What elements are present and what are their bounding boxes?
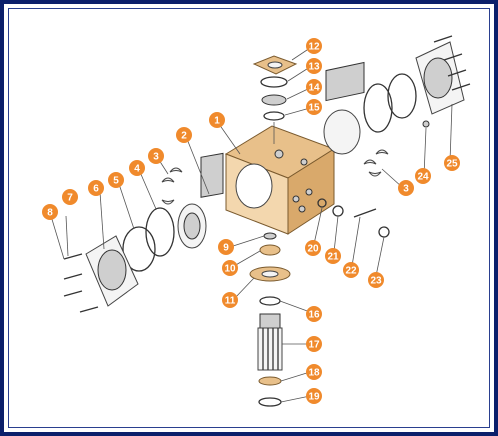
exploded-view-diagram: 1 2 3 4 5 6 7 8 9 10 11 12 13 14 15 [42, 35, 471, 407]
svg-text:5: 5 [113, 176, 119, 187]
svg-text:6: 6 [93, 184, 99, 195]
callout-12: 12 [306, 38, 322, 54]
ring-14 [261, 94, 287, 106]
svg-text:25: 25 [446, 159, 458, 170]
svg-text:4: 4 [134, 164, 140, 175]
guide-bands-3-right [363, 149, 389, 177]
svg-text:10: 10 [224, 264, 236, 275]
callout-23: 23 [368, 272, 384, 288]
svg-text:3: 3 [403, 184, 409, 195]
bearing-plate-11 [249, 266, 291, 282]
svg-text:15: 15 [308, 103, 320, 114]
svg-text:1: 1 [214, 116, 220, 127]
svg-text:16: 16 [308, 310, 320, 321]
callout-25: 25 [444, 155, 460, 171]
svg-text:18: 18 [308, 368, 320, 379]
ring-9 [263, 232, 277, 240]
svg-text:7: 7 [67, 193, 73, 204]
callout-24: 24 [415, 168, 431, 184]
diagram-inner-border [8, 8, 490, 428]
callout-9: 9 [218, 239, 234, 255]
callout-20: 20 [305, 240, 321, 256]
svg-text:22: 22 [345, 266, 357, 277]
callout-8: 8 [42, 204, 58, 220]
end-cap-25 [415, 41, 465, 115]
o-ring-5 [122, 226, 156, 272]
svg-text:20: 20 [307, 244, 319, 255]
end-cap-6 [85, 235, 139, 307]
callout-18: 18 [306, 364, 322, 380]
svg-text:23: 23 [370, 276, 382, 287]
leader-lines [50, 47, 453, 403]
svg-text:24: 24 [417, 172, 429, 183]
ring-19 [258, 397, 282, 407]
callout-15: 15 [306, 99, 322, 115]
callout-1: 1 [209, 112, 225, 128]
svg-text:17: 17 [308, 340, 320, 351]
callout-5: 5 [108, 172, 124, 188]
pinion-17 [257, 313, 283, 371]
bearing-18 [258, 376, 282, 386]
callout-6: 6 [88, 180, 104, 196]
screws-right [433, 35, 471, 91]
callout-14: 14 [306, 79, 322, 95]
callout-3-left: 3 [148, 148, 164, 164]
svg-text:3: 3 [153, 152, 159, 163]
callout-10: 10 [222, 260, 238, 276]
callout-16: 16 [306, 306, 322, 322]
washer-21 [332, 205, 344, 217]
part-24 [422, 120, 430, 128]
svg-text:9: 9 [223, 243, 229, 254]
o-ring-4 [145, 207, 175, 257]
svg-text:11: 11 [225, 296, 236, 307]
piston-right [323, 61, 365, 155]
piston-2 [177, 152, 224, 249]
callout-13: 13 [306, 58, 322, 74]
svg-text:14: 14 [308, 83, 320, 94]
washer-15 [263, 111, 285, 121]
callout-11: 11 [222, 292, 238, 308]
callout-21: 21 [325, 248, 341, 264]
callout-4: 4 [129, 160, 145, 176]
washer-20 [317, 198, 327, 208]
o-ring-right-2 [387, 73, 417, 119]
callout-17: 17 [306, 336, 322, 352]
top-cap-12 [252, 55, 298, 75]
actuator-body [224, 125, 336, 235]
o-ring-right-1 [363, 83, 393, 133]
callout-2: 2 [176, 127, 192, 143]
nut-23 [378, 226, 390, 238]
svg-text:21: 21 [327, 252, 339, 263]
o-ring-16 [259, 296, 281, 306]
svg-text:12: 12 [308, 42, 320, 53]
screw-22 [353, 208, 377, 218]
callout-3-right: 3 [398, 180, 414, 196]
callout-22: 22 [343, 262, 359, 278]
guide-bands-3-left [161, 167, 183, 205]
ring-13 [260, 76, 288, 88]
svg-text:13: 13 [308, 62, 320, 73]
bearing-10 [259, 244, 281, 256]
screws-7 [63, 253, 99, 313]
svg-text:19: 19 [308, 392, 320, 403]
svg-text:2: 2 [181, 131, 187, 142]
callout-7: 7 [62, 189, 78, 205]
svg-text:8: 8 [47, 208, 53, 219]
callout-19: 19 [306, 388, 322, 404]
